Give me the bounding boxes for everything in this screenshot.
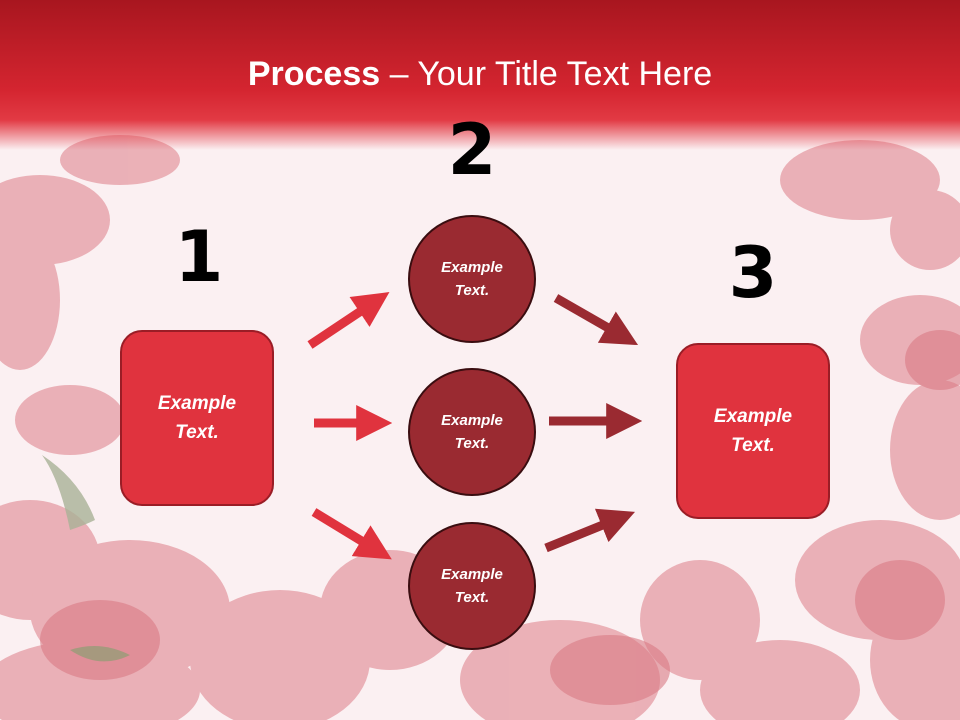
page-title: Process – Your Title Text Here: [0, 52, 960, 96]
start-box-line2: Text.: [175, 422, 219, 443]
step-number-1: 1: [174, 216, 224, 298]
start-box-line1: Example: [157, 393, 237, 414]
circle-middle-line1: Example: [441, 412, 503, 429]
title-rest-part: – Your Title Text Here: [380, 55, 713, 93]
circle-top-line1: Example: [441, 259, 503, 276]
title-bold-part: Process: [247, 55, 381, 93]
process-circle-bottom: Example Text.: [408, 522, 536, 650]
end-box-line2: Text.: [731, 435, 775, 456]
process-circle-middle: Example Text.: [408, 368, 536, 496]
end-box-line1: Example: [713, 406, 793, 427]
step-number-2: 2: [447, 109, 497, 191]
circle-bottom-line1: Example: [441, 566, 503, 583]
process-circle-top: Example Text.: [408, 215, 536, 343]
title-banner: [0, 0, 960, 150]
start-box: Example Text.: [120, 330, 274, 506]
circle-middle-line2: Text.: [454, 435, 490, 452]
step-number-3: 3: [728, 232, 778, 314]
circle-bottom-line2: Text.: [454, 589, 490, 606]
end-box: Example Text.: [676, 343, 830, 519]
circle-top-line2: Text.: [454, 282, 490, 299]
